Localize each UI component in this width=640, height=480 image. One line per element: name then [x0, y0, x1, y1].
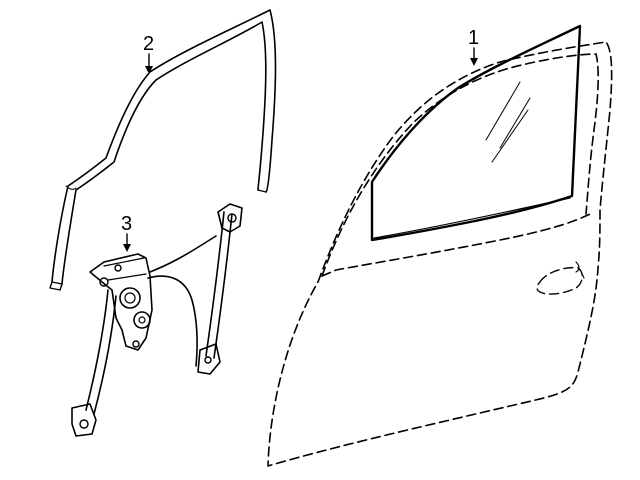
callout-1-arrowhead — [470, 58, 478, 66]
door-glass — [370, 24, 582, 242]
callout-3-arrowhead — [123, 244, 131, 252]
callout-2-arrowhead — [145, 66, 153, 74]
callout-2-label: 2 — [143, 33, 154, 55]
door-shell — [267, 41, 613, 467]
callout-3-label: 3 — [121, 213, 132, 235]
callout-1-label: 1 — [468, 27, 479, 49]
callout-2: 2 — [143, 33, 154, 74]
glass-run-channel — [49, 9, 277, 291]
window-regulator — [71, 203, 243, 437]
callout-3: 3 — [121, 213, 132, 252]
callout-1: 1 — [468, 27, 479, 66]
